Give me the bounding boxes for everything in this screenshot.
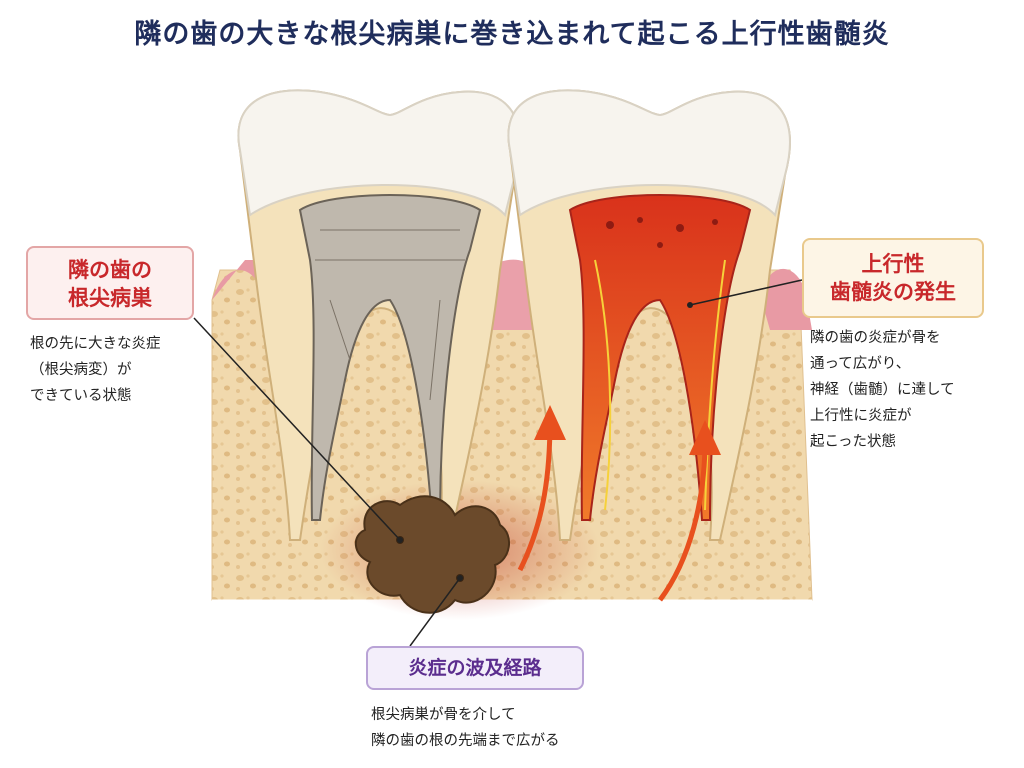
desc-left-line: できている状態 bbox=[30, 388, 132, 404]
callout-ascending-pulpitis: 上行性 歯髄炎の発生 bbox=[802, 238, 984, 318]
desc-right-line: 起こった状態 bbox=[810, 434, 896, 450]
leader-line-right bbox=[689, 279, 803, 306]
desc-spread-path: 根尖病巣が骨を介して 隣の歯の根の先端まで広がる bbox=[371, 702, 560, 754]
callout-right-line2: 歯髄炎の発生 bbox=[830, 280, 956, 305]
necrotic-pulp bbox=[298, 194, 482, 521]
desc-right-line: 隣の歯の炎症が骨を bbox=[810, 330, 941, 346]
page-title: 隣の歯の大きな根尖病巣に巻き込まれて起こる上行性歯髄炎 bbox=[134, 19, 890, 50]
callout-spread-path: 炎症の波及経路 bbox=[366, 646, 584, 690]
desc-right-line: 神経（歯髄）に達して bbox=[810, 382, 955, 398]
infection-path-arrow-right bbox=[657, 439, 708, 602]
desc-bottom-line: 隣の歯の根の先端まで広がる bbox=[371, 733, 560, 749]
leader-line-bottom bbox=[409, 577, 461, 647]
leader-line-left bbox=[193, 317, 401, 541]
desc-left-line: 根の先に大きな炎症 bbox=[30, 336, 161, 352]
desc-left-line: （根尖病変）が bbox=[30, 362, 132, 378]
callout-left-line1: 隣の歯の bbox=[68, 258, 152, 282]
desc-right-line: 通って広がり、 bbox=[810, 356, 911, 372]
apical-lesion bbox=[354, 495, 510, 614]
callout-right-line1: 上行性 bbox=[861, 252, 925, 276]
desc-neighbor-lesion: 根の先に大きな炎症 （根尖病変）が できている状態 bbox=[30, 331, 161, 409]
desc-bottom-line: 根尖病巣が骨を介して bbox=[371, 707, 516, 723]
callout-neighbor-lesion: 隣の歯の 根尖病巣 bbox=[26, 246, 194, 320]
desc-ascending-pulpitis: 隣の歯の炎症が骨を 通って広がり、 神経（歯髄）に達して 上行性に炎症が 起こっ… bbox=[810, 325, 955, 455]
desc-right-line: 上行性に炎症が bbox=[810, 408, 912, 424]
callout-left-line2: 根尖病巣 bbox=[68, 286, 152, 311]
callout-bottom-line1: 炎症の波及経路 bbox=[408, 657, 542, 679]
